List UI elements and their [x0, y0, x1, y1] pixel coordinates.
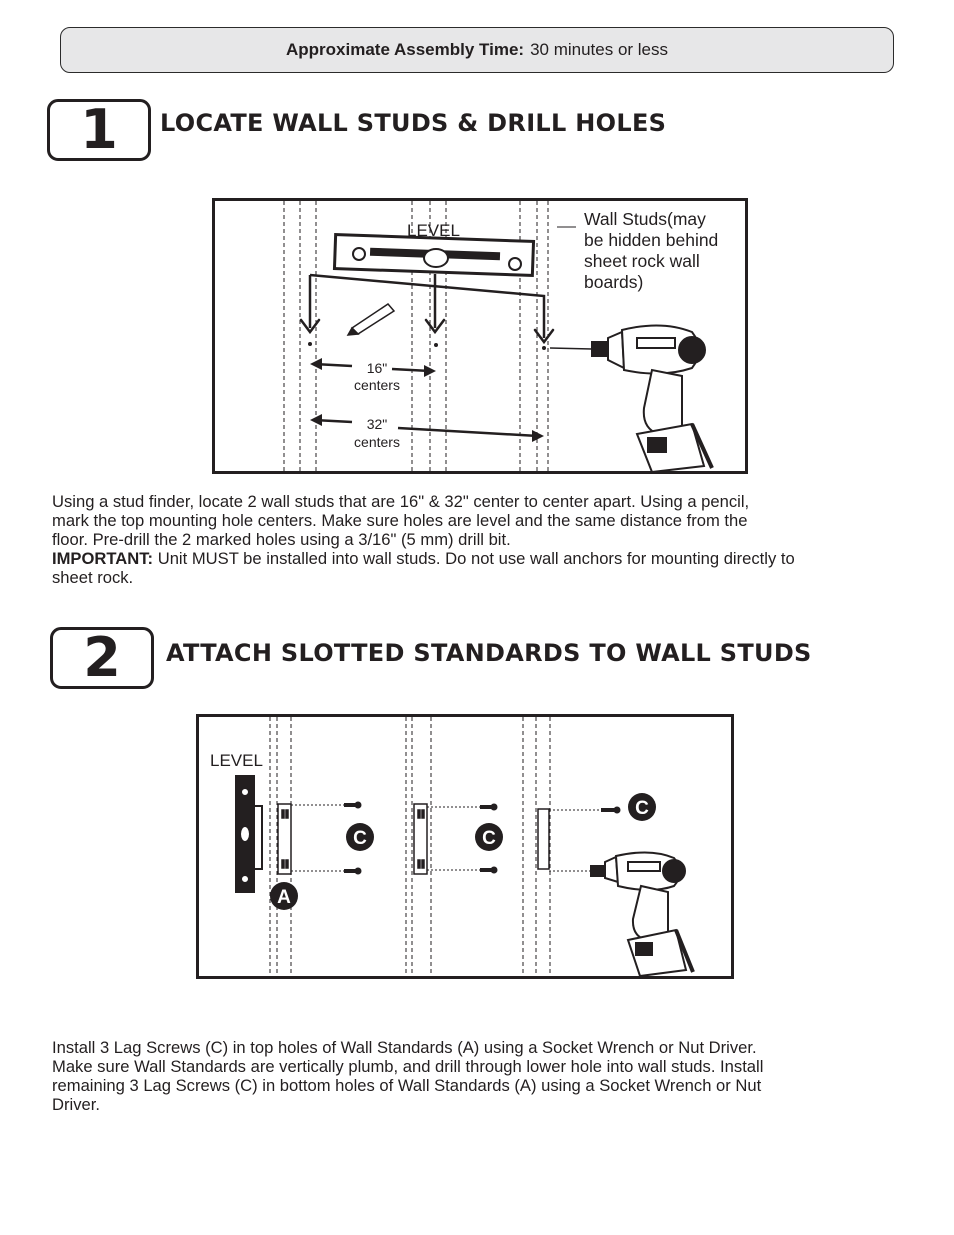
svg-text:Wall Studs(may: Wall Studs(may — [584, 209, 706, 229]
vertical-level-tool — [235, 775, 263, 893]
step-1-text-line-2: mark the top mounting hole centers. Make… — [52, 511, 748, 530]
part-c-callout-3: C — [628, 793, 656, 821]
wall-standard-2 — [413, 803, 428, 875]
step-2-title: ATTACH SLOTTED STANDARDS TO WALL STUDS — [166, 639, 812, 667]
power-drill-icon-2 — [590, 851, 695, 978]
step-1-number: 1 — [80, 98, 118, 161]
step-2-text-line-3: remaining 3 Lag Screws (C) in bottom hol… — [52, 1076, 762, 1095]
power-drill-icon — [549, 324, 714, 474]
svg-text:boards): boards) — [584, 272, 643, 292]
step-2-text-line-2: Make sure Wall Standards are vertically … — [52, 1057, 764, 1076]
step-2-badge: 2 — [50, 627, 154, 689]
wall-standard-3 — [537, 808, 550, 870]
step-1-instructions: Using a stud finder, locate 2 wall studs… — [52, 492, 912, 587]
svg-text:be hidden behind: be hidden behind — [584, 230, 718, 250]
part-a-callout: A — [270, 882, 298, 910]
step-2-instructions: Install 3 Lag Screws (C) in top holes of… — [52, 1038, 912, 1114]
step-2-text-line-1: Install 3 Lag Screws (C) in top holes of… — [52, 1038, 757, 1057]
dim-32-value: 32" — [367, 416, 388, 432]
part-c-callout-2: C — [475, 823, 503, 851]
step-1-title: LOCATE WALL STUDS & DRILL HOLES — [160, 109, 667, 137]
pencil-icon — [346, 303, 396, 336]
important-label: IMPORTANT: — [52, 549, 154, 568]
svg-text:C: C — [635, 798, 649, 819]
lag-screws — [344, 801, 621, 875]
dim-16-value: 16" — [367, 360, 388, 376]
wall-standard-1 — [277, 803, 292, 875]
assembly-time-value: 30 minutes or less — [530, 40, 669, 59]
level-label-1: LEVEL — [407, 221, 460, 240]
svg-text:sheet rock wall: sheet rock wall — [584, 251, 700, 271]
level-tool — [332, 233, 536, 277]
step-2-text-line-4: Driver. — [52, 1095, 100, 1114]
part-c-callout-1: C — [346, 823, 374, 851]
svg-text:C: C — [482, 828, 496, 849]
assembly-time-label: Approximate Assembly Time: — [285, 40, 525, 59]
svg-text:A: A — [277, 887, 291, 908]
step-2-diagram: LEVEL C C — [196, 714, 734, 979]
wall-stud-1 — [283, 201, 317, 471]
step-1-text-line-1: Using a stud finder, locate 2 wall studs… — [52, 492, 750, 511]
dim-16-unit: centers — [354, 377, 400, 393]
step-1-badge: 1 — [47, 99, 151, 161]
step-1-text-line-3: floor. Pre-drill the 2 marked holes usin… — [52, 530, 511, 549]
step-1-important-line: IMPORTANT: Unit MUST be installed into w… — [52, 549, 912, 568]
svg-text:C: C — [353, 828, 367, 849]
wall-studs-note: Wall Studs(may be hidden behind sheet ro… — [584, 209, 718, 292]
step-1-important-line-2: sheet rock. — [52, 568, 134, 587]
step-2-number: 2 — [83, 626, 121, 689]
assembly-time-banner: Approximate Assembly Time: 30 minutes or… — [60, 27, 894, 73]
level-label-2: LEVEL — [210, 751, 263, 770]
step-1-diagram: LEVEL 16" centers 32" centers Wall Studs… — [212, 198, 748, 474]
important-text: Unit MUST be installed into wall studs. … — [153, 549, 795, 568]
dim-32-unit: centers — [354, 434, 400, 450]
